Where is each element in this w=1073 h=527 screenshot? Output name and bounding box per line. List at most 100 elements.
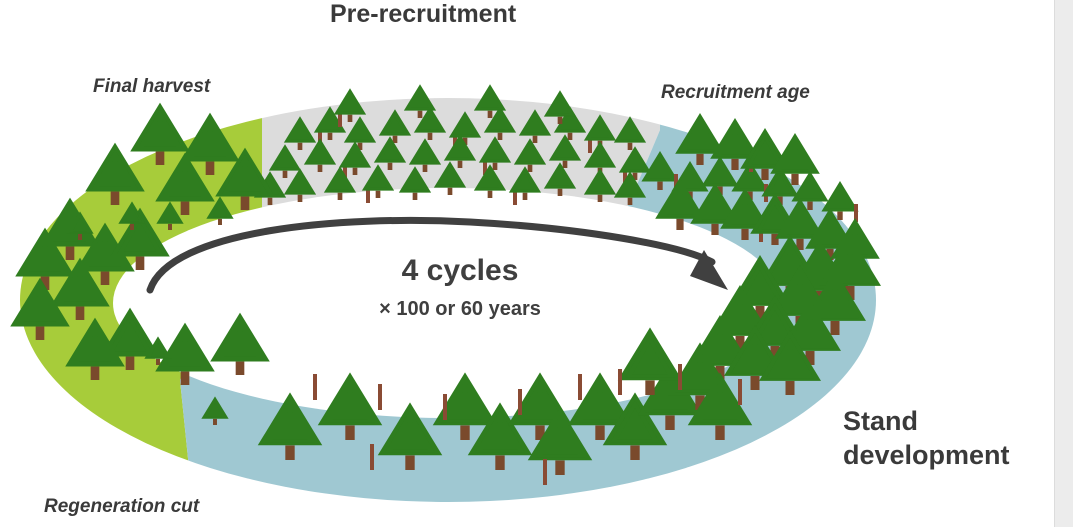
tree-stump-icon [443, 394, 447, 420]
conifer-tree-icon [283, 116, 317, 150]
conifer-tree-icon [433, 161, 467, 195]
conifer-tree-icon [377, 402, 443, 470]
conifer-tree-icon [687, 372, 753, 440]
tree-stump-icon [370, 444, 374, 470]
conifer-tree-icon [473, 164, 507, 198]
conifer-tree-icon [655, 178, 705, 230]
label-cycles: 4 cycles [401, 254, 519, 287]
label-recruitment-age: Recruitment age [661, 82, 810, 103]
tree-stump-icon [854, 204, 858, 222]
conifer-tree-icon [720, 188, 770, 240]
conifer-tree-icon [130, 102, 190, 165]
conifer-tree-icon [613, 116, 647, 150]
conifer-tree-icon [413, 106, 447, 140]
conifer-tree-icon [66, 211, 94, 240]
conifer-tree-icon [85, 142, 145, 205]
conifer-tree-icon [759, 330, 821, 395]
conifer-tree-icon [583, 168, 617, 202]
conifer-tree-icon [283, 168, 317, 202]
conifer-tree-icon [257, 392, 323, 460]
conifer-tree-icon [548, 134, 582, 168]
conifer-tree-icon [473, 84, 507, 118]
conifer-tree-icon [15, 227, 75, 290]
tree-stump-icon [338, 111, 342, 127]
conifer-tree-icon [761, 166, 799, 205]
tree-stump-icon [378, 384, 382, 410]
tree-stump-icon [483, 159, 487, 175]
conifer-tree-icon [690, 183, 740, 235]
conifer-tree-icon [443, 134, 477, 168]
conifer-tree-icon [641, 151, 679, 190]
conifer-tree-icon [206, 196, 234, 225]
tree-stump-icon [513, 189, 517, 205]
conifer-tree-icon [527, 407, 593, 475]
tree-stump-icon [588, 137, 592, 153]
conifer-tree-icon [543, 162, 577, 196]
conifer-tree-icon [408, 138, 442, 172]
title-pre-recruitment: Pre-recruitment [330, 0, 517, 28]
conifer-tree-icon [618, 146, 652, 180]
conifer-tree-icon [675, 113, 725, 165]
tree-stump-icon [343, 164, 347, 180]
conifer-tree-icon [508, 166, 542, 200]
conifer-tree-icon [507, 372, 573, 440]
conifer-tree-icon [338, 141, 372, 175]
conifer-tree-icon [215, 147, 275, 210]
tree-stump-icon [618, 369, 622, 395]
conifer-tree-icon [583, 141, 617, 175]
conifer-tree-icon [567, 372, 633, 440]
cycle-arrow-icon [146, 216, 716, 294]
tree-stump-icon [366, 187, 370, 203]
conifer-tree-icon [303, 138, 337, 172]
conifer-tree-icon [804, 270, 866, 335]
scrollbar[interactable] [1054, 0, 1073, 527]
conifer-tree-icon [156, 201, 184, 230]
conifer-tree-icon [323, 166, 357, 200]
conifer-tree-icon [701, 156, 739, 195]
conifer-tree-icon [731, 161, 769, 200]
conifer-tree-icon [513, 138, 547, 172]
conifer-tree-icon [710, 118, 760, 170]
conifer-tree-icon [50, 257, 110, 320]
trees-layer [10, 84, 881, 485]
conifer-tree-icon [268, 144, 302, 178]
label-stand-development: Stand development [843, 406, 1010, 470]
conifer-tree-icon [317, 372, 383, 440]
conifer-tree-icon [155, 322, 215, 385]
tree-stump-icon [738, 379, 742, 405]
conifer-tree-icon [543, 90, 577, 124]
conifer-tree-icon [770, 133, 820, 185]
conifer-tree-icon [373, 136, 407, 170]
conifer-tree-icon [361, 164, 395, 198]
label-regeneration-cut: Regeneration cut [44, 496, 200, 517]
conifer-tree-icon [791, 171, 829, 210]
conifer-tree-icon [65, 317, 125, 380]
conifer-tree-icon [403, 84, 437, 118]
conifer-tree-icon [110, 207, 170, 270]
conifer-tree-icon [155, 152, 215, 215]
conifer-tree-icon [467, 402, 533, 470]
conifer-tree-icon [805, 208, 855, 260]
conifer-tree-icon [118, 201, 146, 230]
conifer-tree-icon [180, 112, 240, 175]
label-years: × 100 or 60 years [379, 298, 541, 320]
conifer-tree-icon [432, 372, 498, 440]
conifer-tree-icon [210, 312, 270, 375]
conifer-tree-icon [740, 128, 790, 180]
conifer-tree-icon [398, 166, 432, 200]
cycle-arrow-head [690, 250, 728, 290]
tree-stump-icon [578, 374, 582, 400]
conifer-tree-icon [617, 327, 683, 395]
conifer-tree-icon [333, 88, 367, 122]
tree-stump-icon [518, 389, 522, 415]
tree-stump-icon [623, 169, 627, 185]
conifer-tree-icon [100, 307, 160, 370]
conifer-tree-icon [201, 396, 229, 425]
conifer-tree-icon [553, 106, 587, 140]
conifer-tree-icon [821, 181, 859, 220]
tree-stump-icon [674, 174, 678, 192]
label-final-harvest: Final harvest [93, 76, 211, 97]
conifer-tree-icon [75, 222, 135, 285]
conifer-tree-icon [343, 116, 377, 150]
